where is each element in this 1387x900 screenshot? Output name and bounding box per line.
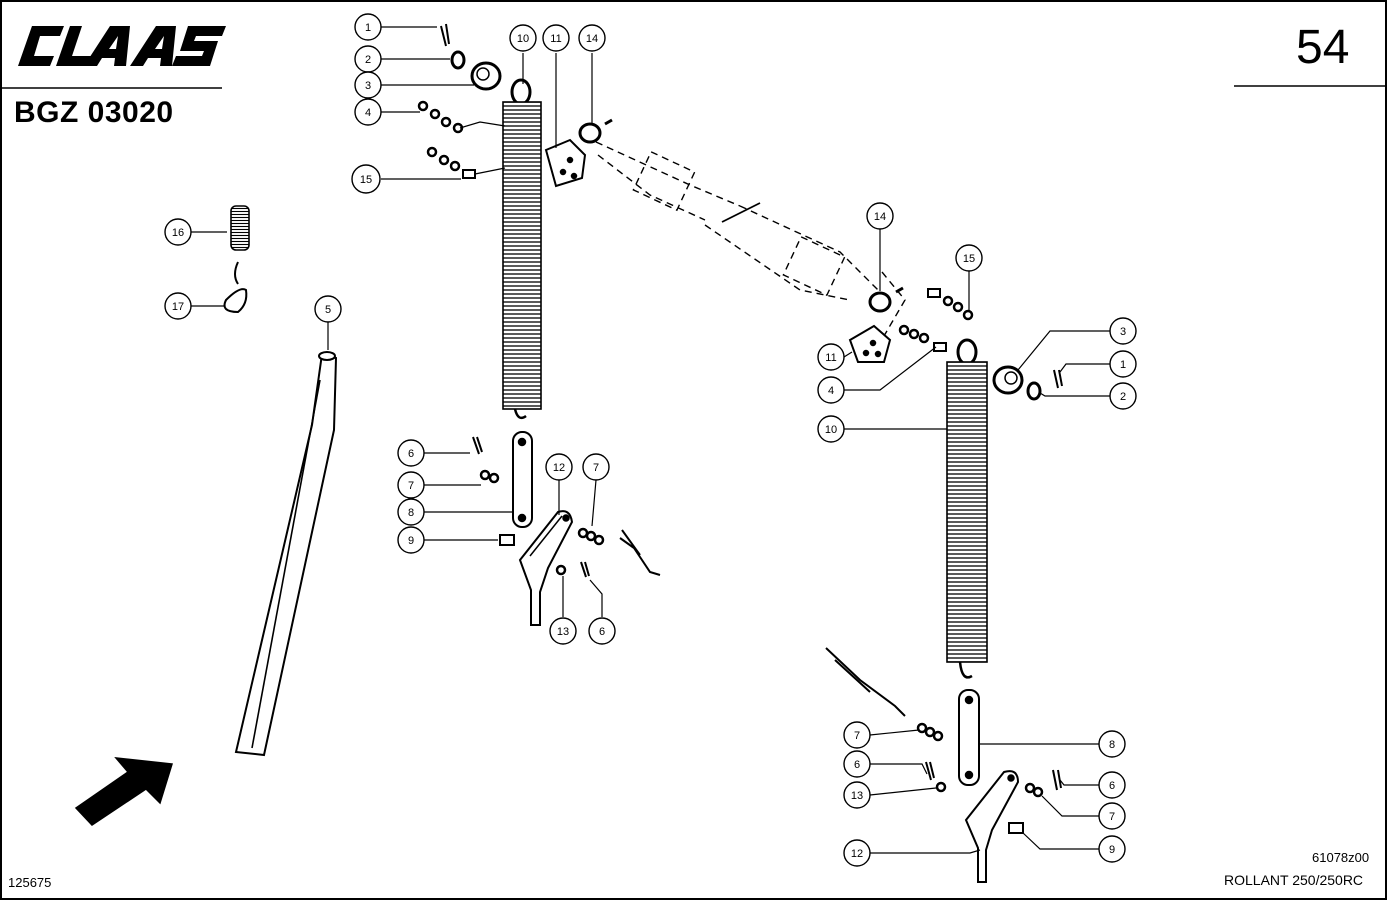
callout-1a: 1 bbox=[354, 13, 382, 41]
callout-7d: 7 bbox=[1098, 802, 1126, 830]
callout-7b: 7 bbox=[582, 453, 610, 481]
callout-12b: 12 bbox=[843, 839, 871, 867]
callout-9b: 9 bbox=[1098, 835, 1126, 863]
callout-label: 6 bbox=[408, 448, 414, 460]
callout-label: 5 bbox=[325, 304, 331, 316]
callout-7a: 7 bbox=[397, 471, 425, 499]
left-spring-assembly bbox=[417, 23, 661, 626]
image-number: 125675 bbox=[8, 875, 52, 890]
callout-label: 7 bbox=[854, 730, 860, 742]
callout-10a: 10 bbox=[509, 24, 537, 52]
claas-logo bbox=[18, 26, 226, 66]
callout-label: 2 bbox=[1120, 391, 1126, 403]
callout-9a: 9 bbox=[397, 526, 425, 554]
callout-label: 7 bbox=[408, 480, 414, 492]
direction-arrow-icon bbox=[74, 757, 173, 826]
callout-label: 15 bbox=[963, 253, 975, 265]
callout-3b: 3 bbox=[1109, 317, 1137, 345]
callout-7c: 7 bbox=[843, 721, 871, 749]
callout-6d: 6 bbox=[1098, 771, 1126, 799]
shaft-break bbox=[721, 202, 761, 223]
callout-3a: 3 bbox=[354, 71, 382, 99]
drawing-number: 61078z00 bbox=[1312, 850, 1370, 865]
callout-label: 7 bbox=[593, 462, 599, 474]
callout-14a: 14 bbox=[578, 24, 606, 52]
model-name: ROLLANT 250/250RC bbox=[1224, 872, 1364, 888]
callout-label: 9 bbox=[1109, 844, 1115, 856]
callout-label: 4 bbox=[828, 385, 834, 397]
callout-15a: 15 bbox=[351, 164, 381, 194]
callout-11a: 11 bbox=[542, 24, 570, 52]
callout-label: 16 bbox=[172, 227, 184, 239]
callout-label: 14 bbox=[586, 33, 598, 45]
callout-8b: 8 bbox=[1098, 730, 1126, 758]
callout-4a: 4 bbox=[354, 98, 382, 126]
callout-11b: 11 bbox=[817, 343, 845, 371]
callout-label: 4 bbox=[365, 107, 371, 119]
callout-12a: 12 bbox=[545, 453, 573, 481]
callout-15b: 15 bbox=[955, 244, 983, 272]
callout-label: 1 bbox=[1120, 359, 1126, 371]
callout-4b: 4 bbox=[817, 376, 845, 404]
callout-6c: 6 bbox=[843, 750, 871, 778]
callout-label: 12 bbox=[851, 848, 863, 860]
callout-label: 14 bbox=[874, 211, 886, 223]
callout-label: 3 bbox=[1120, 326, 1126, 338]
callout-14b: 14 bbox=[866, 202, 894, 230]
callout-label: 6 bbox=[854, 759, 860, 771]
callout-label: 10 bbox=[517, 33, 529, 45]
callout-label: 8 bbox=[408, 507, 414, 519]
callout-6b: 6 bbox=[588, 617, 616, 645]
document-number: BGZ 03020 bbox=[14, 96, 174, 129]
page-number: 54 bbox=[1296, 21, 1350, 74]
callout-label: 13 bbox=[851, 790, 863, 802]
callout-13a: 13 bbox=[549, 617, 577, 645]
right-spring-assembly bbox=[825, 286, 1063, 883]
callout-8a: 8 bbox=[397, 498, 425, 526]
callout-1b: 1 bbox=[1109, 350, 1137, 378]
callouts: 1 2 3 4 15 10 11 14 16 17 5 6 7 8 9 12 7… bbox=[164, 13, 1137, 867]
callout-2b: 2 bbox=[1109, 382, 1137, 410]
leader-lines bbox=[191, 26, 1110, 854]
callout-label: 11 bbox=[825, 352, 836, 364]
callout-label: 10 bbox=[825, 424, 837, 436]
callout-label: 12 bbox=[553, 462, 565, 474]
loose-parts bbox=[74, 205, 338, 826]
callout-label: 17 bbox=[172, 301, 184, 313]
callout-2a: 2 bbox=[354, 45, 382, 73]
callout-16: 16 bbox=[164, 218, 192, 246]
callout-label: 13 bbox=[557, 626, 569, 638]
callout-label: 6 bbox=[599, 626, 605, 638]
callout-label: 9 bbox=[408, 535, 414, 547]
callout-label: 2 bbox=[365, 54, 371, 66]
callout-label: 15 bbox=[360, 174, 372, 186]
callout-17: 17 bbox=[164, 292, 192, 320]
callout-label: 7 bbox=[1109, 811, 1115, 823]
shaft-dashed bbox=[595, 141, 906, 362]
callout-13b: 13 bbox=[843, 781, 871, 809]
callout-label: 1 bbox=[365, 22, 371, 34]
callout-5: 5 bbox=[314, 295, 342, 323]
callout-6a: 6 bbox=[397, 439, 425, 467]
callout-label: 3 bbox=[365, 80, 371, 92]
callout-10b: 10 bbox=[817, 415, 845, 443]
callout-label: 6 bbox=[1109, 780, 1115, 792]
callout-label: 11 bbox=[550, 33, 561, 45]
callout-label: 8 bbox=[1109, 739, 1115, 751]
